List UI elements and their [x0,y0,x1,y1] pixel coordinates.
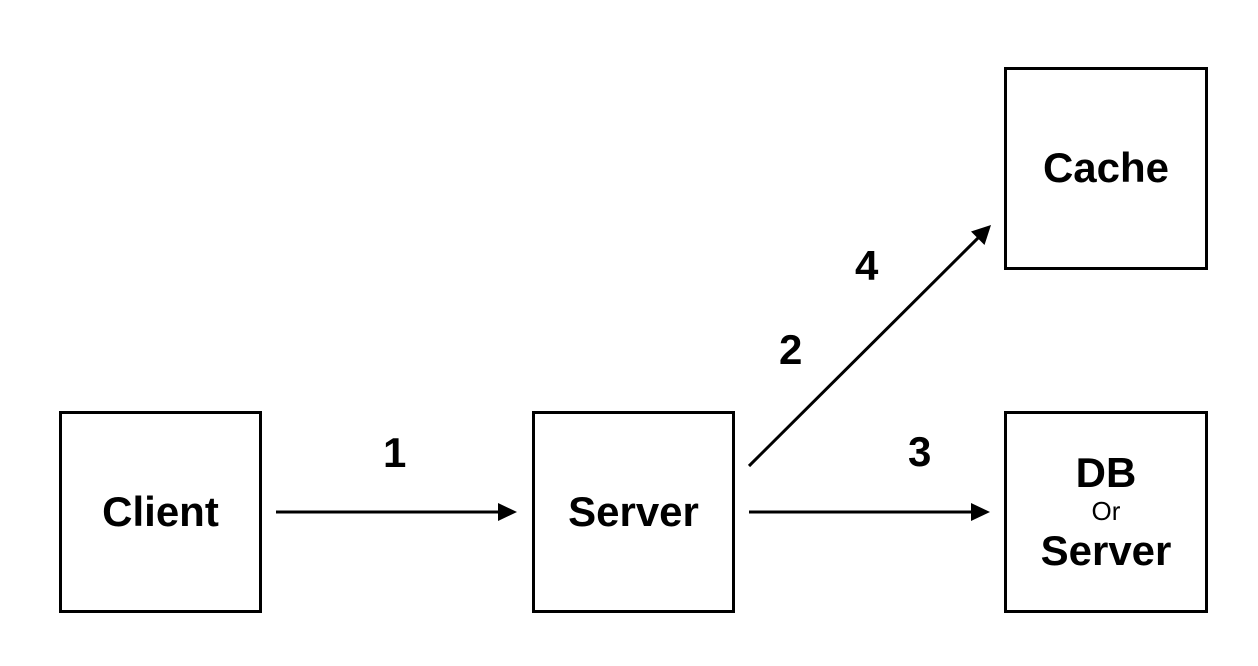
arrowhead-server-to-db [971,503,990,521]
arrowhead-client-to-server [498,503,517,521]
db-server-label: Server [1040,527,1172,575]
cache-box: Cache [1004,67,1208,270]
arrowhead-server-to-cache [971,225,991,245]
step-3-label: 3 [908,428,932,475]
client-box: Client [59,411,262,613]
db-or-server-box: DB Or Server [1004,411,1208,613]
step-2-label: 2 [779,326,803,373]
or-label: Or [1091,495,1121,526]
arrow-server-to-cache [747,232,984,468]
db-label: DB [1075,448,1137,496]
cache-label: Cache [1042,144,1170,192]
server-label: Server [568,487,699,535]
step-4-label: 4 [855,242,879,289]
client-label: Client [102,487,219,535]
server-box: Server [532,411,735,613]
step-1-label: 1 [383,429,407,476]
